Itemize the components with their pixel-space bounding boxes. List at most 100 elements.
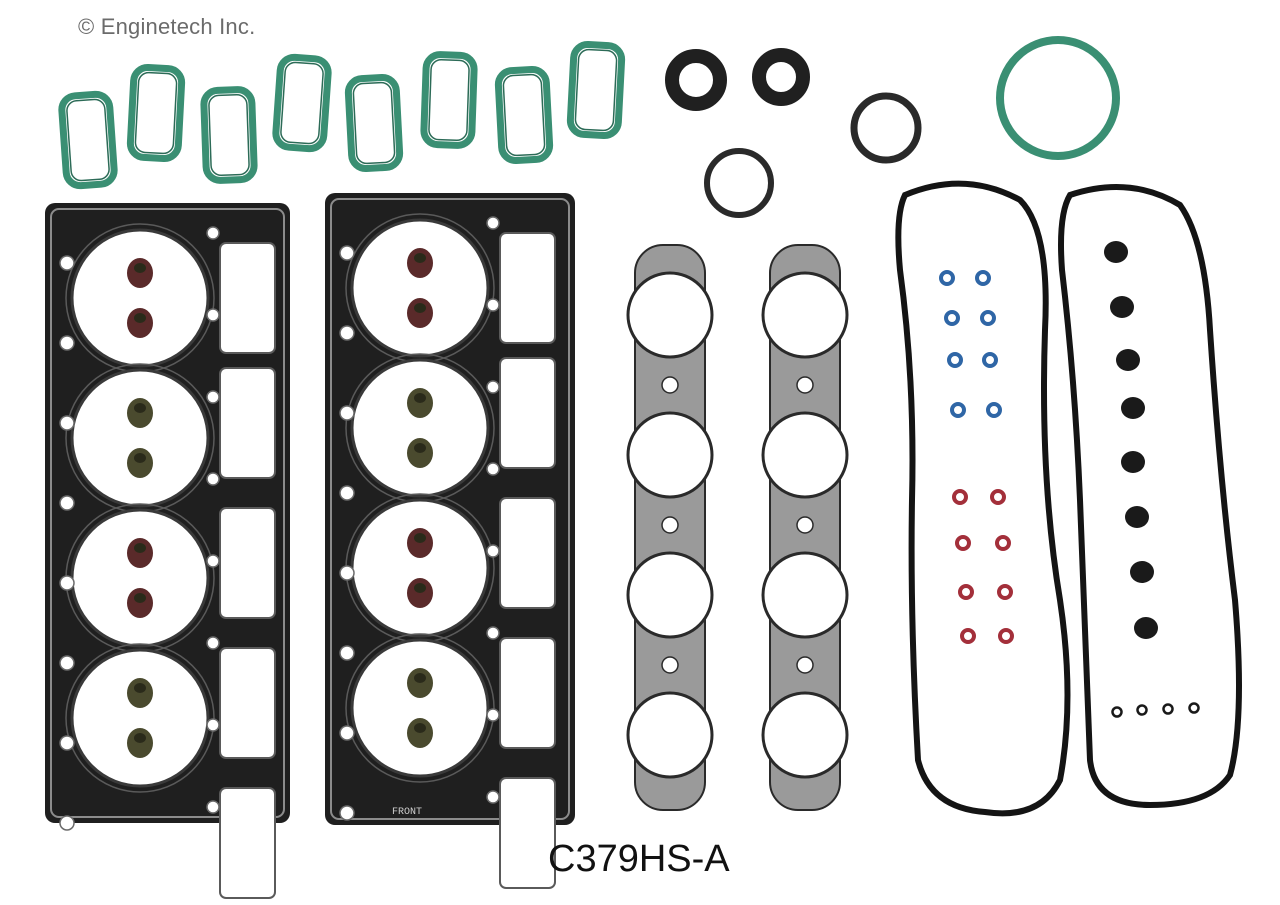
bolt-hole — [59, 415, 75, 431]
grommet — [1110, 296, 1134, 318]
bolt-hole — [206, 636, 220, 650]
valve-cover-gaskets — [895, 180, 1242, 817]
blue-o-ring — [950, 402, 966, 418]
grommet — [1121, 451, 1145, 473]
bolt-hole — [339, 645, 355, 661]
red-o-ring — [995, 535, 1011, 551]
bolt-hole — [206, 718, 220, 732]
red-o-ring — [997, 584, 1013, 600]
cylinder-bore — [350, 638, 490, 778]
bolt-hole — [796, 516, 814, 534]
cylinder-bore — [350, 498, 490, 638]
exhaust-port — [761, 691, 849, 779]
bolt-hole — [661, 376, 679, 394]
blue-o-ring — [980, 310, 996, 326]
small-o-ring — [1162, 703, 1174, 715]
intake-seal — [200, 86, 258, 184]
bolt-hole — [486, 708, 500, 722]
bolt-hole — [661, 656, 679, 674]
intake-seal — [494, 66, 554, 164]
cylinder-bore — [350, 218, 490, 358]
bolt-hole — [59, 655, 75, 671]
bolt-hole — [339, 805, 355, 821]
blue-o-ring — [986, 402, 1002, 418]
bolt-hole — [206, 472, 220, 486]
small-o-ring — [1111, 706, 1123, 718]
coolant-port — [499, 497, 556, 609]
blue-o-ring — [944, 310, 960, 326]
cylinder-bore — [70, 368, 210, 508]
bolt-hole — [59, 735, 75, 751]
intake-seal — [566, 41, 626, 139]
coolant-port — [219, 647, 276, 759]
bolt-hole — [59, 335, 75, 351]
exhaust-manifold-gaskets — [626, 244, 849, 811]
cylinder-head-gaskets: FRONT — [45, 193, 575, 899]
red-o-ring — [958, 584, 974, 600]
intake-seal — [420, 51, 478, 149]
valve-cover-gasket-right — [1058, 184, 1242, 809]
valve-cover-gasket-left — [895, 180, 1071, 817]
blue-o-ring — [947, 352, 963, 368]
bolt-hole — [59, 495, 75, 511]
fuel-injector-o-rings — [939, 270, 1014, 644]
blue-o-ring — [975, 270, 991, 286]
head-gasket: FRONT — [325, 193, 575, 889]
bolt-hole — [59, 255, 75, 271]
coolant-port — [499, 637, 556, 749]
water-neck-seal — [704, 148, 774, 218]
valve-cover-grommets — [1104, 241, 1200, 718]
grommet — [1125, 506, 1149, 528]
bolt-hole — [486, 298, 500, 312]
intake-seal — [58, 90, 118, 190]
cam-seal-right — [752, 48, 810, 106]
red-o-ring — [955, 535, 971, 551]
grommet — [1121, 397, 1145, 419]
bolt-hole — [206, 800, 220, 814]
bolt-hole — [59, 815, 75, 831]
bolt-hole — [486, 544, 500, 558]
bolt-hole — [206, 308, 220, 322]
blue-o-ring — [939, 270, 955, 286]
intake-seal — [272, 53, 332, 153]
bolt-hole — [486, 626, 500, 640]
small-o-ring — [1188, 702, 1200, 714]
coolant-port — [219, 367, 276, 479]
bolt-hole — [206, 390, 220, 404]
grommet — [1116, 349, 1140, 371]
grommet — [1104, 241, 1128, 263]
bolt-hole — [206, 554, 220, 568]
sensor-seal — [850, 92, 922, 164]
coolant-port — [219, 787, 276, 899]
exhaust-port — [761, 551, 849, 639]
coolant-port — [219, 242, 276, 354]
coolant-port — [219, 507, 276, 619]
coolant-port — [499, 777, 556, 889]
bolt-hole — [339, 725, 355, 741]
exhaust-gasket — [761, 244, 849, 811]
cam-seal-left — [665, 49, 727, 111]
red-o-ring — [998, 628, 1014, 644]
bolt-hole — [339, 485, 355, 501]
small-seal-rings — [665, 36, 1120, 218]
exhaust-port — [626, 411, 714, 499]
bolt-hole — [486, 216, 500, 230]
coolant-port — [499, 232, 556, 344]
bolt-hole — [796, 376, 814, 394]
grommet — [1130, 561, 1154, 583]
bolt-hole — [339, 565, 355, 581]
cylinder-bore — [70, 228, 210, 368]
bolt-hole — [339, 325, 355, 341]
intake-seal — [344, 74, 404, 172]
bolt-hole — [206, 226, 220, 240]
exhaust-port — [761, 271, 849, 359]
bolt-hole — [661, 516, 679, 534]
exhaust-port — [626, 691, 714, 779]
part-number-label: C379HS-A — [548, 838, 730, 880]
head-gasket — [45, 203, 290, 899]
bolt-hole — [486, 790, 500, 804]
red-o-ring — [990, 489, 1006, 505]
intake-manifold-seals — [58, 41, 626, 190]
